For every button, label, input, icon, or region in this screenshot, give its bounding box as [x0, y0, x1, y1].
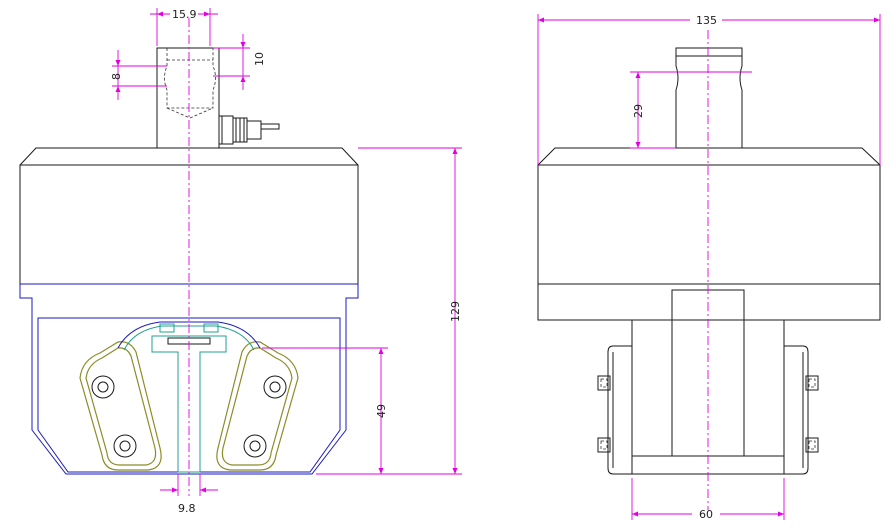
dim-jaw-height-label: 49 — [375, 404, 388, 418]
dim-total-height: 129 — [316, 147, 462, 475]
side-view: 135 29 60 — [537, 14, 881, 521]
dim-shank-depth: 29 — [630, 71, 752, 149]
dim-top-height-label: 10 — [253, 52, 266, 66]
dim-base-width-label: 60 — [699, 508, 713, 521]
dim-total-height-label: 129 — [449, 301, 462, 322]
dim-jaw-gap-label: 9.8 — [178, 502, 196, 515]
front-upper-body — [19, 147, 359, 475]
screw-icon — [597, 375, 611, 391]
dim-overall-width-label: 135 — [696, 14, 717, 27]
dim-bore-offset: 8 — [110, 50, 167, 100]
dim-jaw-height: 49 — [262, 347, 388, 475]
dim-jaw-gap: 9.8 — [160, 474, 218, 515]
right-jaw — [216, 341, 299, 471]
dim-overall-width: 135 — [537, 14, 881, 165]
side-shank — [675, 47, 743, 149]
air-fitting — [218, 115, 280, 145]
side-left-jaw — [597, 345, 633, 475]
dim-shank-depth-label: 29 — [632, 104, 645, 118]
screw-icon — [597, 437, 611, 453]
left-jaw — [79, 341, 162, 471]
screw-icon — [805, 375, 819, 391]
dim-bore-offset-label: 8 — [110, 73, 123, 80]
front-shank — [156, 47, 220, 149]
dim-top-width-label: 15.9 — [172, 8, 197, 21]
side-body — [537, 147, 881, 475]
side-right-jaw — [783, 345, 819, 475]
dim-top-height: 10 — [213, 34, 266, 90]
dim-base-width: 60 — [631, 478, 785, 521]
front-view: 15.9 10 8 129 — [19, 8, 462, 515]
screw-icon — [805, 437, 819, 453]
dim-top-width: 15.9 — [150, 8, 218, 46]
